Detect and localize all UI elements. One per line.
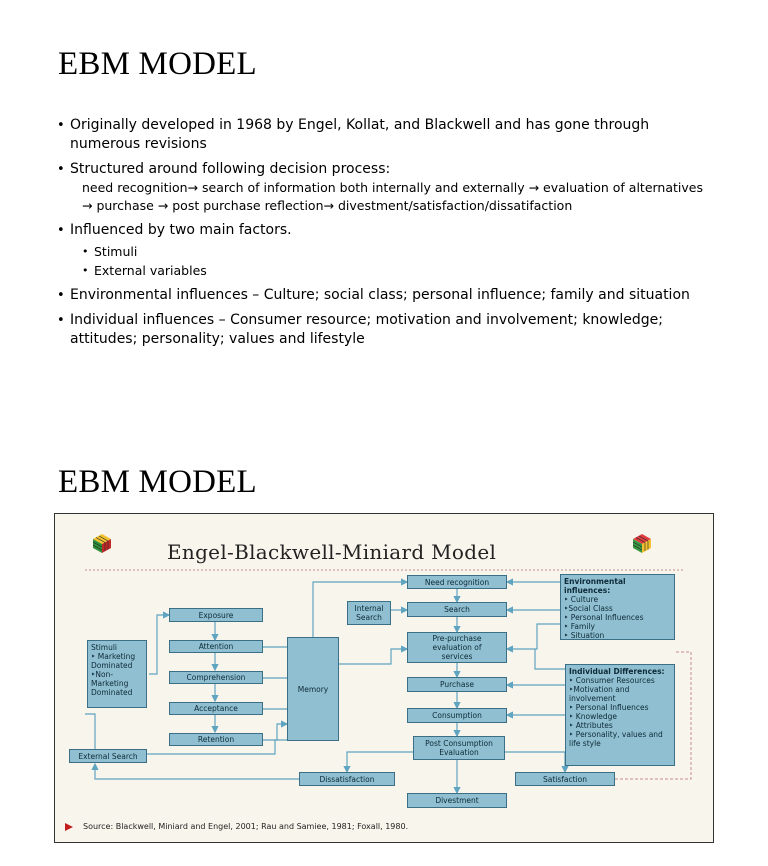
- attention-box: Attention: [169, 640, 263, 653]
- rubiks-cube-icon: [632, 534, 651, 553]
- bullet-text: Structured around following decision pro…: [70, 161, 391, 177]
- factor-item: Stimuli: [82, 242, 716, 261]
- exposure-box: Exposure: [169, 608, 263, 622]
- individual-item: ‣ Consumer Resources: [569, 676, 655, 685]
- dissatisfaction-box: Dissatisfaction: [299, 772, 395, 786]
- bullet-text: Environmental influences – Culture; soci…: [70, 287, 690, 303]
- post-consumption-box: Post Consumption Evaluation: [413, 736, 505, 760]
- retention-box: Retention: [169, 733, 263, 746]
- arrow: [534, 649, 565, 670]
- arrow: [505, 623, 560, 653]
- environmental-box: Environmental influences: ‣ Culture ‣Soc…: [560, 574, 675, 640]
- stimuli-line: Dominated: [91, 661, 133, 670]
- bullet-text: Originally developed in 1968 by Engel, K…: [70, 117, 650, 152]
- environmental-item: ‣ Situation: [564, 631, 605, 640]
- bullet-text: Influenced by two main factors.: [70, 222, 292, 238]
- environmental-item: ‣ Family: [564, 622, 595, 631]
- factor-item: External variables: [82, 261, 716, 280]
- arrow: [147, 739, 287, 755]
- individual-box: Individual Differences: ‣ Consumer Resou…: [565, 664, 675, 766]
- bullet-factors: Influenced by two main factors. Stimuli …: [56, 221, 716, 280]
- stimuli-box: Stimuli ‣ Marketing Dominated ‣Non- Mark…: [87, 640, 147, 708]
- source-marker-icon: [65, 823, 73, 831]
- ebm-diagram: Engel-Blackwell-Miniard Model Stimuli ‣ …: [54, 513, 714, 843]
- factor-list: Stimuli External variables: [70, 242, 716, 280]
- environmental-head: Environmental influences:: [564, 577, 626, 595]
- arrow: [343, 751, 413, 774]
- environmental-item: ‣Social Class: [564, 604, 613, 613]
- external-search-box: External Search: [69, 749, 147, 763]
- individual-item: ‣ Personality, values and life style: [569, 730, 663, 748]
- arrow: [312, 578, 409, 637]
- stimuli-line: ‣ Marketing: [91, 652, 136, 661]
- feedback-dashed: [615, 651, 692, 780]
- arrow: [85, 713, 96, 749]
- individual-item: ‣ Knowledge: [569, 712, 618, 721]
- bullet-environmental: Environmental influences – Culture; soci…: [56, 286, 716, 305]
- bullet-origin: Originally developed in 1968 by Engel, K…: [56, 116, 716, 154]
- prepurchase-box: Pre-purchase evaluation of services: [407, 632, 507, 663]
- internal-search-box: Internal Search: [347, 601, 391, 625]
- memory-box: Memory: [287, 637, 339, 741]
- arrow: [263, 720, 289, 741]
- search-box: Search: [407, 602, 507, 617]
- stimuli-line: Marketing: [91, 679, 129, 688]
- comprehension-box: Comprehension: [169, 671, 263, 684]
- arrow: [339, 645, 409, 665]
- individual-item: ‣ Attributes: [569, 721, 613, 730]
- bullet-individual: Individual influences – Consumer resourc…: [56, 311, 716, 349]
- arrow: [91, 762, 299, 780]
- arrow: [505, 751, 569, 774]
- process-sequence: need recognition→ search of information …: [82, 180, 703, 213]
- slide-title: EBM MODEL: [58, 464, 257, 500]
- stimuli-line: Dominated: [91, 688, 133, 697]
- individual-head: Individual Differences:: [569, 667, 665, 676]
- environmental-item: ‣ Culture: [564, 595, 599, 604]
- individual-item: ‣Motivation and involvement: [569, 685, 630, 703]
- bullet-text: Individual influences – Consumer resourc…: [70, 312, 663, 347]
- diagram-connectors: [85, 569, 692, 795]
- stimuli-head: Stimuli: [91, 643, 118, 652]
- individual-item: ‣ Personal Influences: [569, 703, 649, 712]
- purchase-box: Purchase: [407, 677, 507, 692]
- acceptance-box: Acceptance: [169, 702, 263, 715]
- slide-title: EBM MODEL: [58, 46, 257, 82]
- consumption-box: Consumption: [407, 708, 507, 723]
- diagram-source: Source: Blackwell, Miniard and Engel, 20…: [83, 822, 409, 831]
- stimuli-line: ‣Non-: [91, 670, 114, 679]
- diagram-title: Engel-Blackwell-Miniard Model: [167, 540, 497, 564]
- rubiks-cube-icon: [92, 534, 111, 553]
- bullet-structure: Structured around following decision pro…: [56, 160, 716, 215]
- bullet-list: Originally developed in 1968 by Engel, K…: [56, 116, 716, 355]
- satisfaction-box: Satisfaction: [515, 772, 615, 786]
- need-recognition-box: Need recognition: [407, 575, 507, 589]
- divestment-box: Divestment: [407, 793, 507, 808]
- arrow: [149, 611, 171, 675]
- environmental-item: ‣ Personal Influences: [564, 613, 644, 622]
